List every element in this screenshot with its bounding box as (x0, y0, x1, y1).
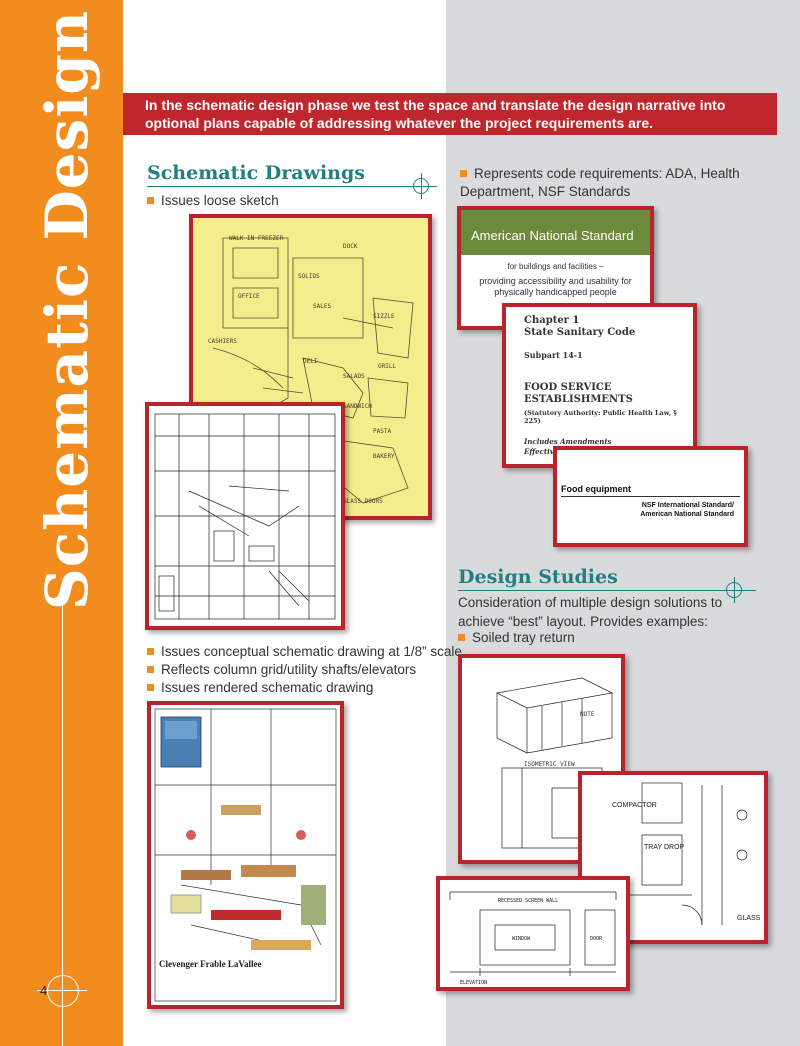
orange-sidebar (0, 0, 123, 1046)
sanitary-chapter: Chapter 1 (524, 315, 580, 326)
nsf-title: Food equipment (561, 484, 631, 494)
sketch-label-8: DELI (303, 358, 318, 365)
bullet-code-requirements: Represents code requirements: ADA, Healt… (460, 166, 740, 199)
sketch-label-0: WALK IN FREEZER (229, 235, 284, 242)
bullet-rendered-drawing: Issues rendered schematic drawing (147, 679, 373, 697)
nsf-line-2: American National Standard (640, 511, 734, 518)
isometric-view-label: ISOMETRIC VIEW (524, 761, 575, 768)
window-label: WINDOW (512, 936, 531, 942)
cad-schematic-image (145, 402, 345, 630)
sanitary-code-title: State Sanitary Code (524, 327, 636, 338)
schematic-drawings-heading: Schematic Drawings (147, 162, 365, 184)
sketch-label-11: PASTA (373, 428, 391, 435)
sketch-label-9: SANDWICH (343, 403, 372, 410)
sketch-label-5: CASHIERS (208, 338, 237, 345)
render-logo-text: Clevenger Frable LaVallee (159, 959, 261, 969)
sketch-label-13: GLASS DOORS (343, 498, 383, 505)
sketch-label-12: BAKERY (373, 453, 395, 460)
sketch-label-7: SALADS (343, 373, 365, 380)
page-crosshair-circle (47, 975, 79, 1007)
sketch-label-1: DOCK (343, 243, 358, 250)
nsf-standard-document: Food equipment NSF International Standar… (553, 446, 748, 547)
design-studies-text: Consideration of multiple design solutio… (458, 595, 723, 629)
elevation-label: ELEVATION (460, 980, 487, 986)
sketch-label-2: OFFICE (238, 293, 260, 300)
cad-floorplan-drawing (154, 413, 336, 620)
ada-subtitle: for buildings and facilities – (507, 262, 604, 271)
ada-line-1: providing accessibility and usability fo… (479, 276, 632, 286)
sanitary-authority: (Statutory Authority: Public Health Law,… (524, 409, 677, 425)
intro-banner: In the schematic design phase we test th… (123, 93, 777, 135)
nsf-line-1: NSF International Standard/ (641, 502, 734, 509)
rendered-floorplan-drawing: Clevenger Frable LaVallee (154, 708, 337, 1002)
elevation-drawing: RECESSED SCREEN WALL WINDOW DOOR ELEVATI… (449, 891, 617, 986)
crosshair-icon (408, 173, 434, 199)
compactor-plan-drawing: COMPACTOR TRAY DROP GLASS (602, 782, 761, 926)
rendered-schematic-image: Clevenger Frable LaVallee (147, 701, 344, 1009)
elevation-study-image: RECESSED SCREEN WALL WINDOW DOOR ELEVATI… (436, 876, 630, 991)
sketch-label-3: SOLIDS (298, 273, 320, 280)
sanitary-amendments: Includes Amendments (524, 437, 612, 446)
note-label: NOTE (580, 711, 595, 718)
ada-line-2: physically handicapped people (494, 287, 617, 297)
sidebar-title: Schematic Design (33, 9, 101, 611)
isometric-drawing: ISOMETRIC VIEW NOTE (495, 677, 614, 849)
glass-label: GLASS (737, 915, 761, 922)
sketch-label-6: SIZZLE (373, 313, 395, 320)
sanitary-code-document: Chapter 1 State Sanitary Code Subpart 14… (502, 303, 697, 468)
sketch-label-4: SALES (313, 303, 331, 310)
loose-sketch-drawing: WALK IN FREEZER DOCK OFFICE SOLIDS SALES… (208, 235, 414, 505)
sanitary-food-service: FOOD SERVICE (524, 382, 612, 393)
page-rule-vertical (62, 600, 63, 1046)
page-number: 4 (40, 983, 48, 998)
sanitary-establishments: ESTABLISHMENTS (524, 394, 633, 405)
nsf-rule (561, 496, 740, 497)
studies-heading-rule (458, 590, 756, 591)
door-label: DOOR (590, 936, 603, 942)
bullet-conceptual-drawing: Issues conceptual schematic drawing at 1… (147, 643, 462, 661)
bullet-soiled-tray: Soiled tray return (458, 629, 575, 647)
recessed-wall-label: RECESSED SCREEN WALL (498, 898, 558, 904)
tray-drop-label: TRAY DROP (644, 844, 685, 851)
design-studies-heading: Design Studies (458, 566, 618, 588)
bullet-column-grid: Reflects column grid/utility shafts/elev… (147, 661, 416, 679)
sanitary-subpart: Subpart 14-1 (524, 350, 583, 360)
sketch-label-10: GRILL (378, 363, 396, 370)
compactor-label: COMPACTOR (612, 802, 657, 809)
bullet-loose-sketch: Issues loose sketch (147, 192, 279, 210)
ada-title-bar: American National Standard (461, 210, 650, 255)
crosshair-icon (721, 577, 747, 603)
schematic-heading-rule (147, 186, 437, 187)
page-rule-horizontal (37, 990, 87, 991)
